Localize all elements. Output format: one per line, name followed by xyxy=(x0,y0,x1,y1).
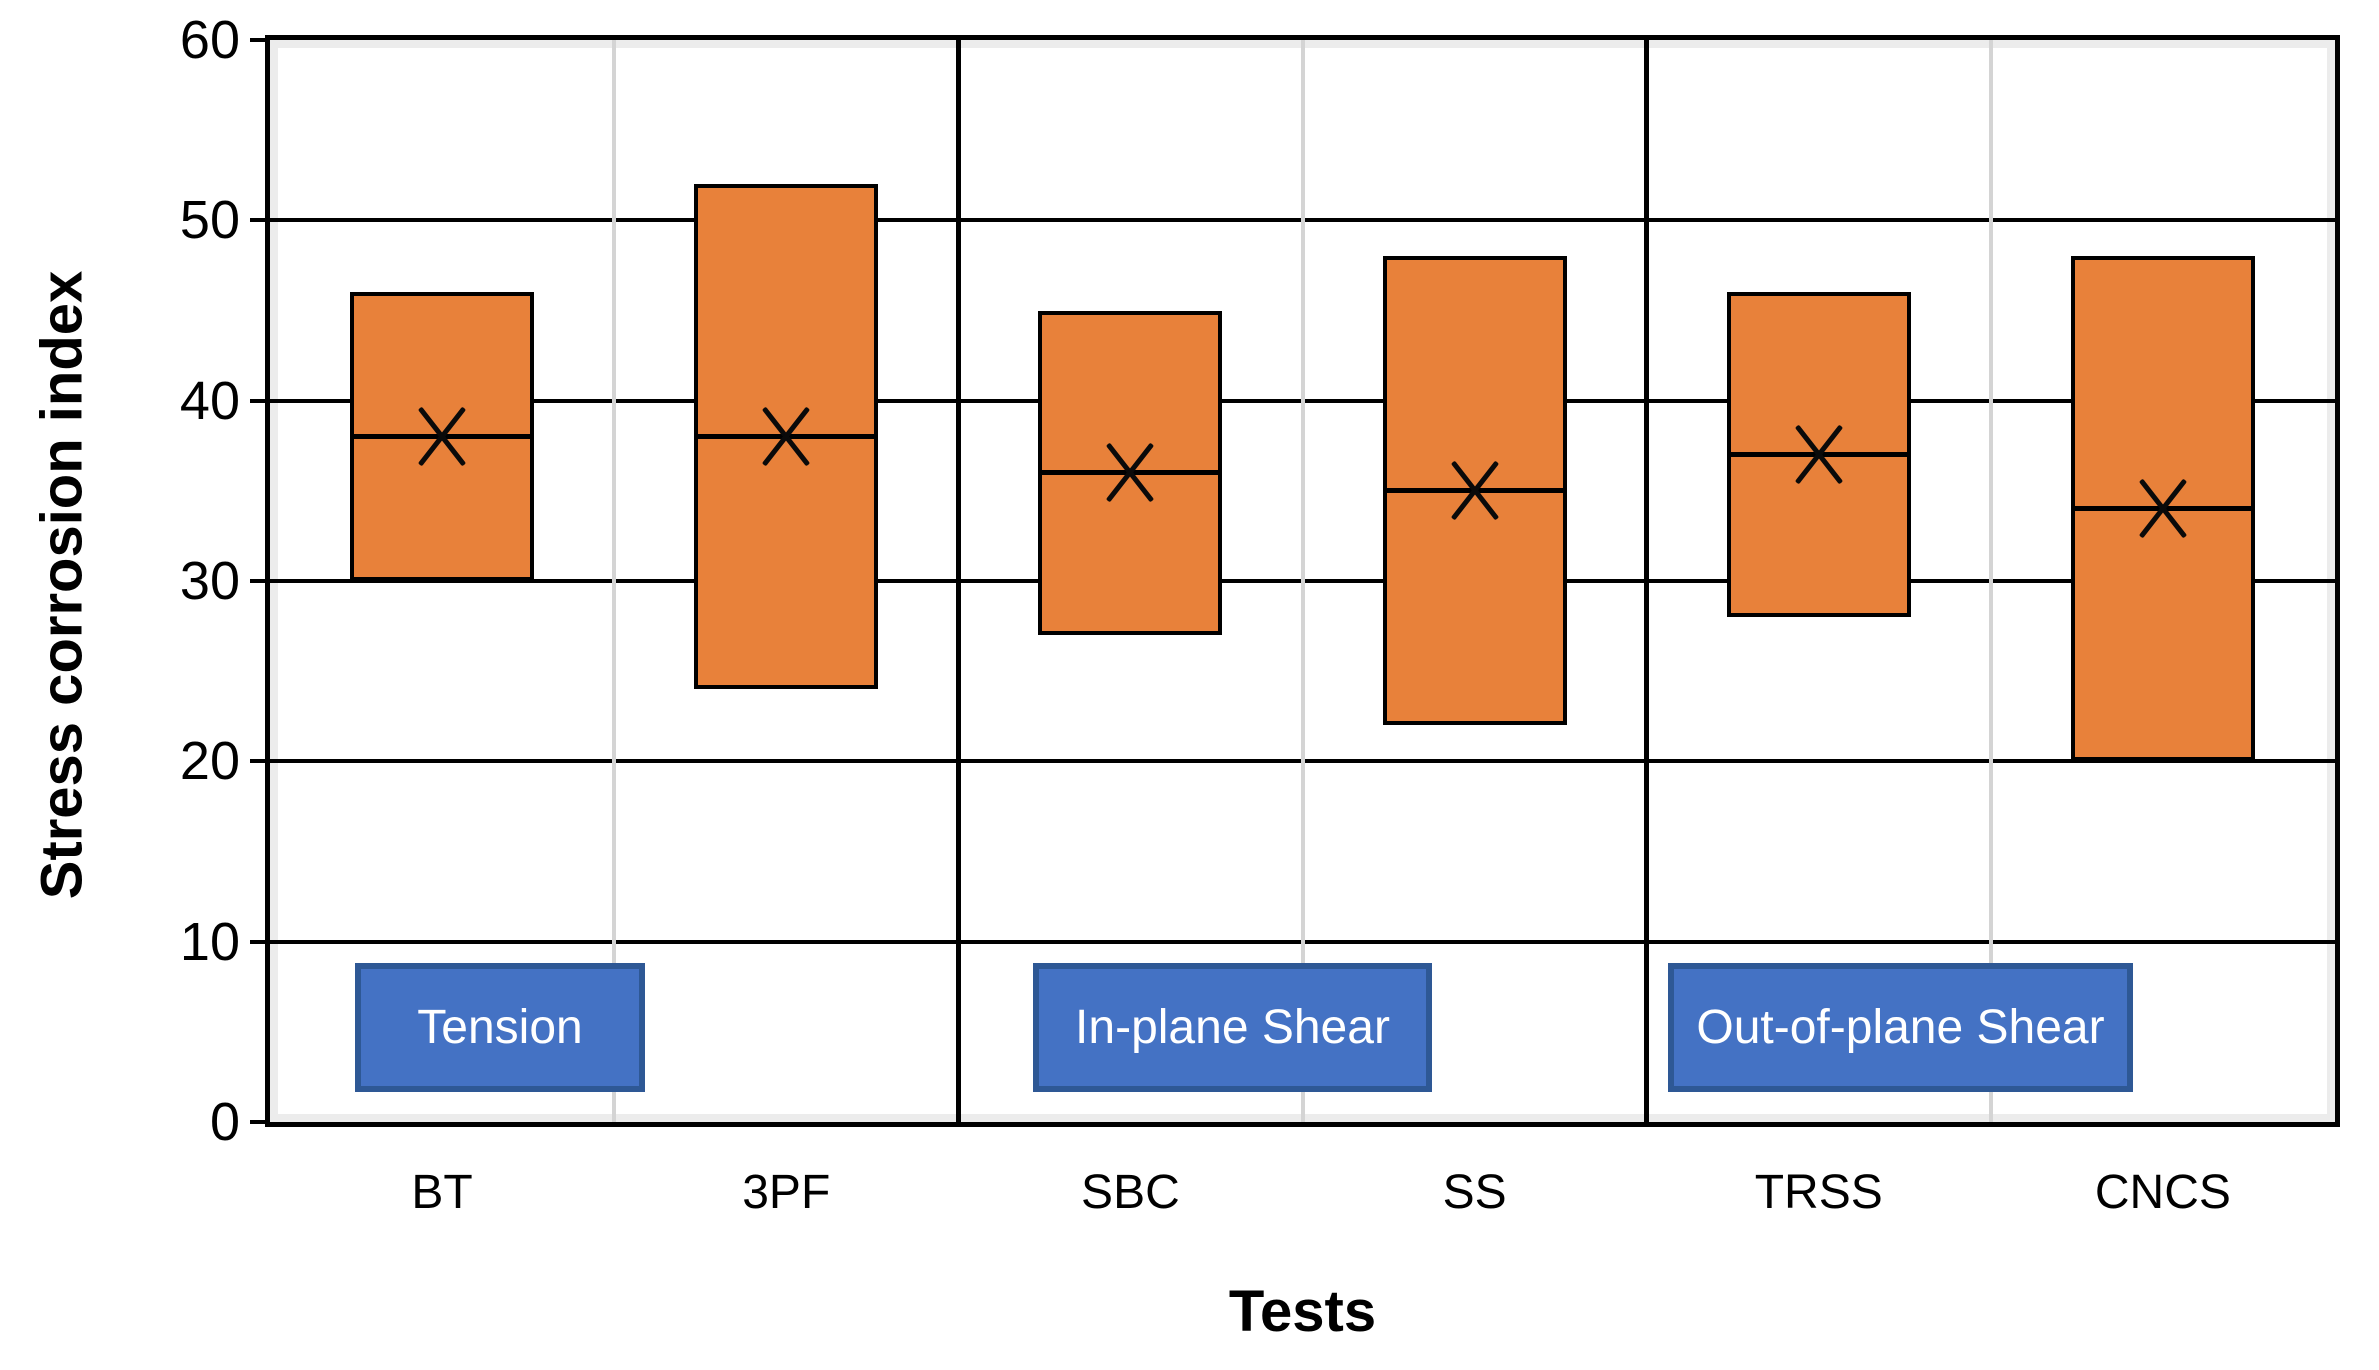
y-tick-60 xyxy=(250,38,270,42)
x-tick-label-SBC: SBC xyxy=(1081,1166,1180,1219)
group-label-out-of-plane-shear: Out-of-plane Shear xyxy=(1668,963,2133,1092)
y-tick-40 xyxy=(250,398,270,403)
column-separator xyxy=(1988,40,1993,1122)
group-label-in-plane-shear: In-plane Shear xyxy=(1033,963,1432,1092)
y-tick-label-60: 60 xyxy=(179,10,240,70)
x-tick-label-CNCS: CNCS xyxy=(2094,1166,2231,1219)
y-tick-label-40: 40 xyxy=(179,370,240,431)
y-tick-label-10: 10 xyxy=(179,911,240,972)
group-divider xyxy=(1644,40,1650,1122)
y-tick-label-30: 30 xyxy=(179,551,240,611)
x-tick-label-TRSS: TRSS xyxy=(1754,1166,1883,1219)
group-label-tension: Tension xyxy=(355,963,645,1092)
y-tick-30 xyxy=(250,579,270,583)
y-tick-0 xyxy=(250,1120,270,1124)
y-tick-50 xyxy=(250,218,270,223)
y-tick-label-50: 50 xyxy=(179,190,240,251)
column-separator xyxy=(612,40,617,1122)
column-separator xyxy=(1300,40,1305,1122)
group-divider xyxy=(955,40,961,1122)
x-tick-label-3PF: 3PF xyxy=(742,1166,831,1219)
x-tick-label-SS: SS xyxy=(1442,1166,1507,1219)
x-tick-label-BT: BT xyxy=(411,1166,473,1219)
y-axis-title: Stress corrosion index xyxy=(29,270,95,900)
y-tick-10 xyxy=(250,939,270,944)
y-tick-label-20: 20 xyxy=(179,731,240,792)
y-tick-20 xyxy=(250,759,270,764)
y-tick-label-0: 0 xyxy=(209,1092,240,1152)
x-axis-title: Tests xyxy=(1228,1279,1377,1344)
